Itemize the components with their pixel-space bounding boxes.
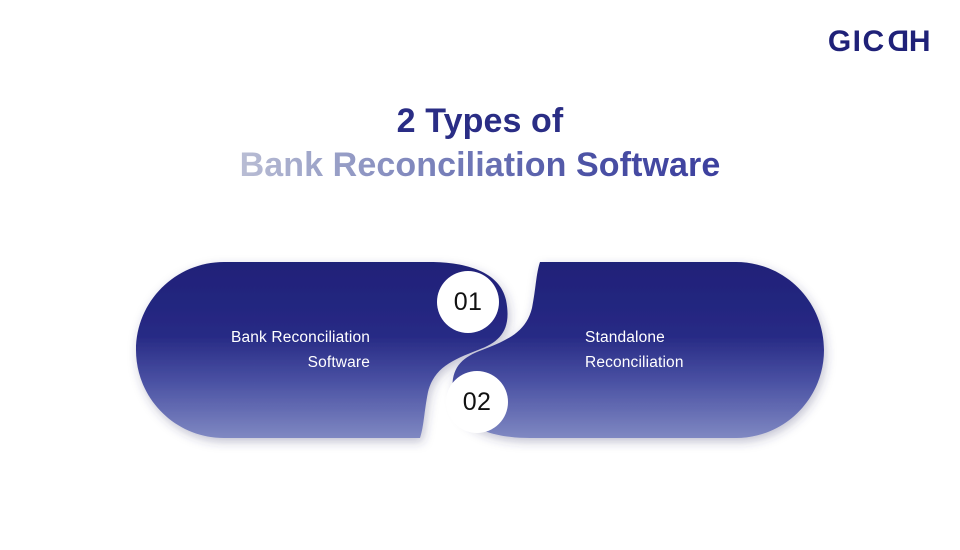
right-capsule-shape xyxy=(452,262,824,438)
page-title: 2 Types of Bank Reconciliation Software xyxy=(0,100,960,188)
logo-text-h: H xyxy=(908,25,932,58)
left-capsule-shape xyxy=(136,262,508,438)
logo-text-gic: GIC xyxy=(827,25,886,58)
capsule-label-right: Standalone Reconciliation xyxy=(585,329,684,372)
step-badge-02: 02 xyxy=(446,371,508,433)
capsule-label-left: Bank Reconciliation Software xyxy=(231,329,370,372)
title-line-2: Bank Reconciliation Software xyxy=(240,143,721,189)
step-badge-01: 01 xyxy=(437,271,499,333)
title-line-1: 2 Types of xyxy=(396,102,564,140)
